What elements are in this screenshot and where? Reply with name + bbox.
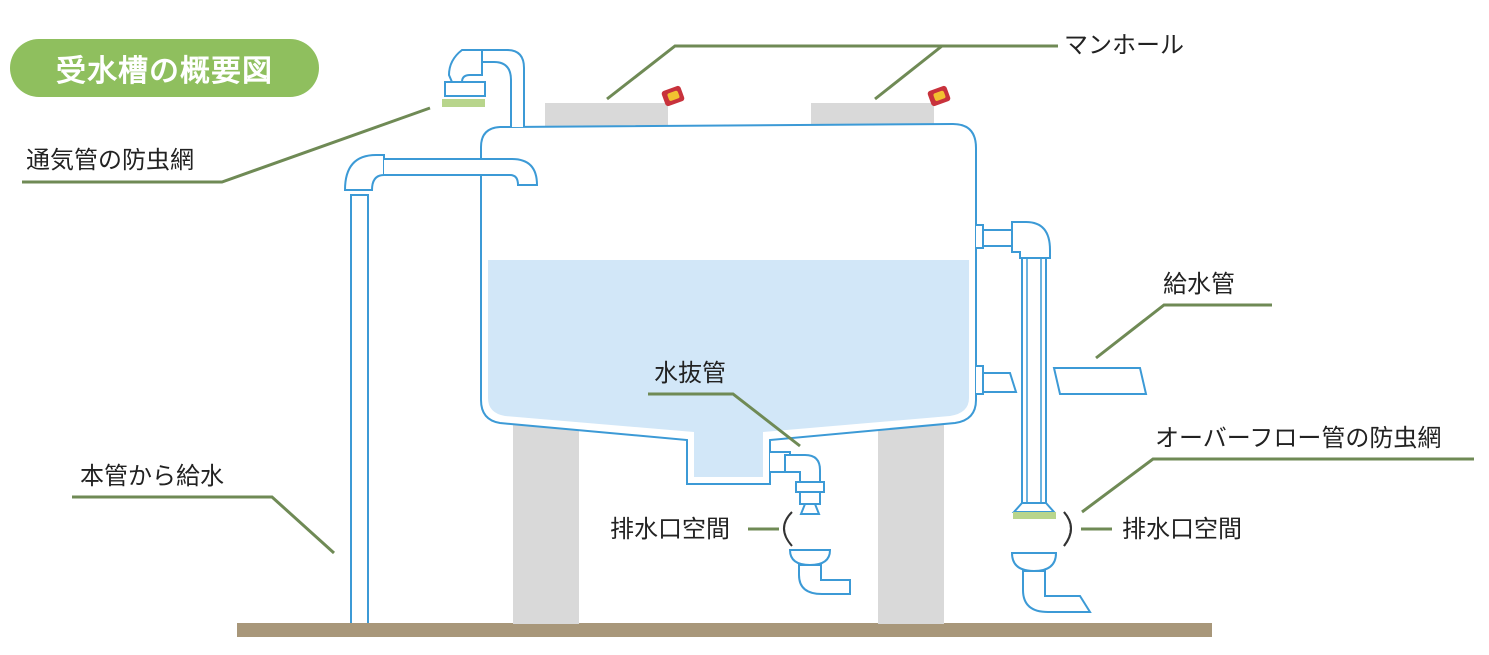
label-main-supply: 本管から給水	[80, 462, 224, 490]
overflow-funnel	[1010, 552, 1058, 573]
leader-supply-pipe	[1095, 303, 1272, 360]
overflow-pipe-top	[982, 229, 1013, 247]
label-air-gap-left: 排水口空間	[610, 515, 730, 543]
main-supply-horizontal	[384, 158, 539, 186]
leader-manhole	[606, 44, 1058, 101]
manhole-left	[545, 103, 668, 127]
drain-outlet	[799, 503, 821, 515]
main-supply-pipe	[350, 194, 369, 623]
air-gap-bracket-right-b	[1063, 511, 1072, 547]
drain-valve-neck	[799, 491, 821, 505]
overflow-cap	[1011, 502, 1057, 513]
leader-main-supply	[72, 495, 336, 555]
vent-pipe	[481, 49, 525, 127]
overflow-drain	[1022, 570, 1092, 613]
vent-cap	[444, 81, 486, 97]
drain-funnel	[788, 549, 832, 567]
support-right	[878, 420, 944, 624]
diagram-title: 受水槽の概要図	[10, 39, 319, 97]
label-manhole: マンホール	[1064, 31, 1184, 59]
supply-connector	[976, 365, 984, 395]
label-air-gap-right: 排水口空間	[1122, 515, 1242, 543]
vent-screen	[442, 99, 485, 107]
supply-pipe-stub	[982, 372, 1018, 393]
label-vent-screen: 通気管の防虫網	[26, 146, 194, 174]
support-left	[513, 420, 579, 624]
air-gap-bracket-left	[783, 511, 793, 547]
tank-water	[488, 260, 969, 477]
leader-vent-screen	[22, 106, 431, 184]
supply-pipe-outer	[1052, 367, 1148, 395]
leader-drain-pipe	[648, 392, 801, 448]
vent-pipe-elbow	[447, 49, 483, 83]
label-supply-pipe: 給水管	[1163, 270, 1235, 298]
main-supply-elbow	[343, 154, 385, 191]
leader-overflow-screen	[1081, 457, 1474, 514]
overflow-screen	[1013, 512, 1056, 519]
drain-valve-body	[795, 481, 825, 493]
leader-manhole-2	[874, 44, 943, 101]
ground	[237, 623, 1212, 637]
label-drain-pipe: 水抜管	[654, 359, 726, 387]
drain-valve	[784, 454, 821, 483]
overflow-connector	[976, 224, 984, 249]
lock-icon	[927, 85, 951, 107]
overflow-pipe-vertical	[1021, 257, 1047, 504]
label-overflow-screen: オーバーフロー管の防虫網	[1155, 424, 1442, 452]
overflow-elbow	[1011, 221, 1051, 259]
lock-icon	[661, 85, 685, 107]
manhole-right	[811, 103, 934, 127]
drain-receiver-pipe	[798, 564, 851, 595]
